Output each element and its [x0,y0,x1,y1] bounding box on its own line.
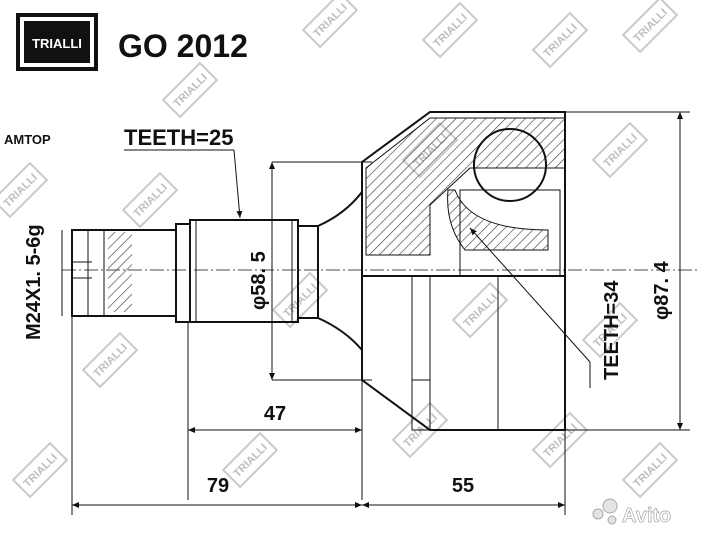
watermark-text: TRIALLI [632,452,670,490]
dim-55-label: 55 [452,475,474,497]
watermark-badge: TRIALLI [531,411,589,469]
inner-teeth-label: TEETH=34 [601,280,623,380]
avito-logo: Avito [592,498,672,527]
watermark-badge: TRIALLI [531,11,589,69]
watermark-text: TRIALLI [632,7,670,45]
watermark-text: TRIALLI [542,422,580,460]
brand-logo: TRIALLI [16,13,98,71]
thread-label: M24X1. 5-6g [23,224,45,340]
watermark-badge: TRIALLI [451,281,509,339]
watermark-badge: TRIALLI [621,0,679,54]
dim-47: 47 [187,322,363,500]
thread-callout: M24X1. 5-6g [23,224,63,340]
watermark-text: TRIALLI [432,12,470,50]
inner-teeth-callout: TEETH=34 [469,227,623,388]
watermark-text: TRIALLI [172,72,210,110]
watermark-badge: TRIALLI [301,0,359,49]
joint-housing [361,111,566,431]
dim-79-label: 79 [207,475,229,497]
brand-logo-text: TRIALLI [32,36,82,51]
watermark-text: TRIALLI [602,132,640,170]
watermark-badge: TRIALLI [421,1,479,59]
dim-47-label: 47 [264,403,286,425]
outer-teeth-callout: TEETH=25 [124,125,243,219]
watermark-badge: TRIALLI [11,441,69,499]
watermark-text: TRIALLI [542,22,580,60]
dim-shaft-diameter: φ58. 5 [248,161,372,381]
watermark-text: TRIALLI [282,282,320,320]
watermark-text: TRIALLI [232,442,270,480]
avito-logo-text: Avito [622,505,671,527]
dim-79: 79 [71,316,362,515]
outer-teeth-label: TEETH=25 [124,125,233,150]
watermark-badge: TRIALLI [591,121,649,179]
part-number: GO 2012 [118,28,248,64]
watermark-text: TRIALLI [92,342,130,380]
watermark-text: TRIALLI [312,2,350,40]
splined-shaft [175,191,363,351]
watermark-badge: TRIALLI [121,171,179,229]
watermark-text: TRIALLI [2,172,40,210]
housing-diameter-label: φ87. 4 [651,260,673,320]
shaft-diameter-label: φ58. 5 [248,251,270,310]
watermark-text: TRIALLI [462,292,500,330]
watermark-badge: TRIALLI [221,431,279,489]
watermark-text: TRIALLI [22,452,60,490]
dim-housing-diameter: φ87. 4 [565,111,690,431]
dim-55: 55 [362,430,566,515]
watermark-badge: TRIALLI [81,331,139,389]
side-label: АМТОР [4,132,51,147]
watermark-badge: TRIALLI [0,161,49,219]
watermark-text: TRIALLI [132,182,170,220]
threaded-end [71,229,177,317]
watermark-badge: TRIALLI [161,61,219,119]
watermark-layer: TRIALLI TRIALLI TRIALLI TRIALLI TRIALLI TRIAL… [0,0,679,499]
watermark-badge: TRIALLI [621,441,679,499]
